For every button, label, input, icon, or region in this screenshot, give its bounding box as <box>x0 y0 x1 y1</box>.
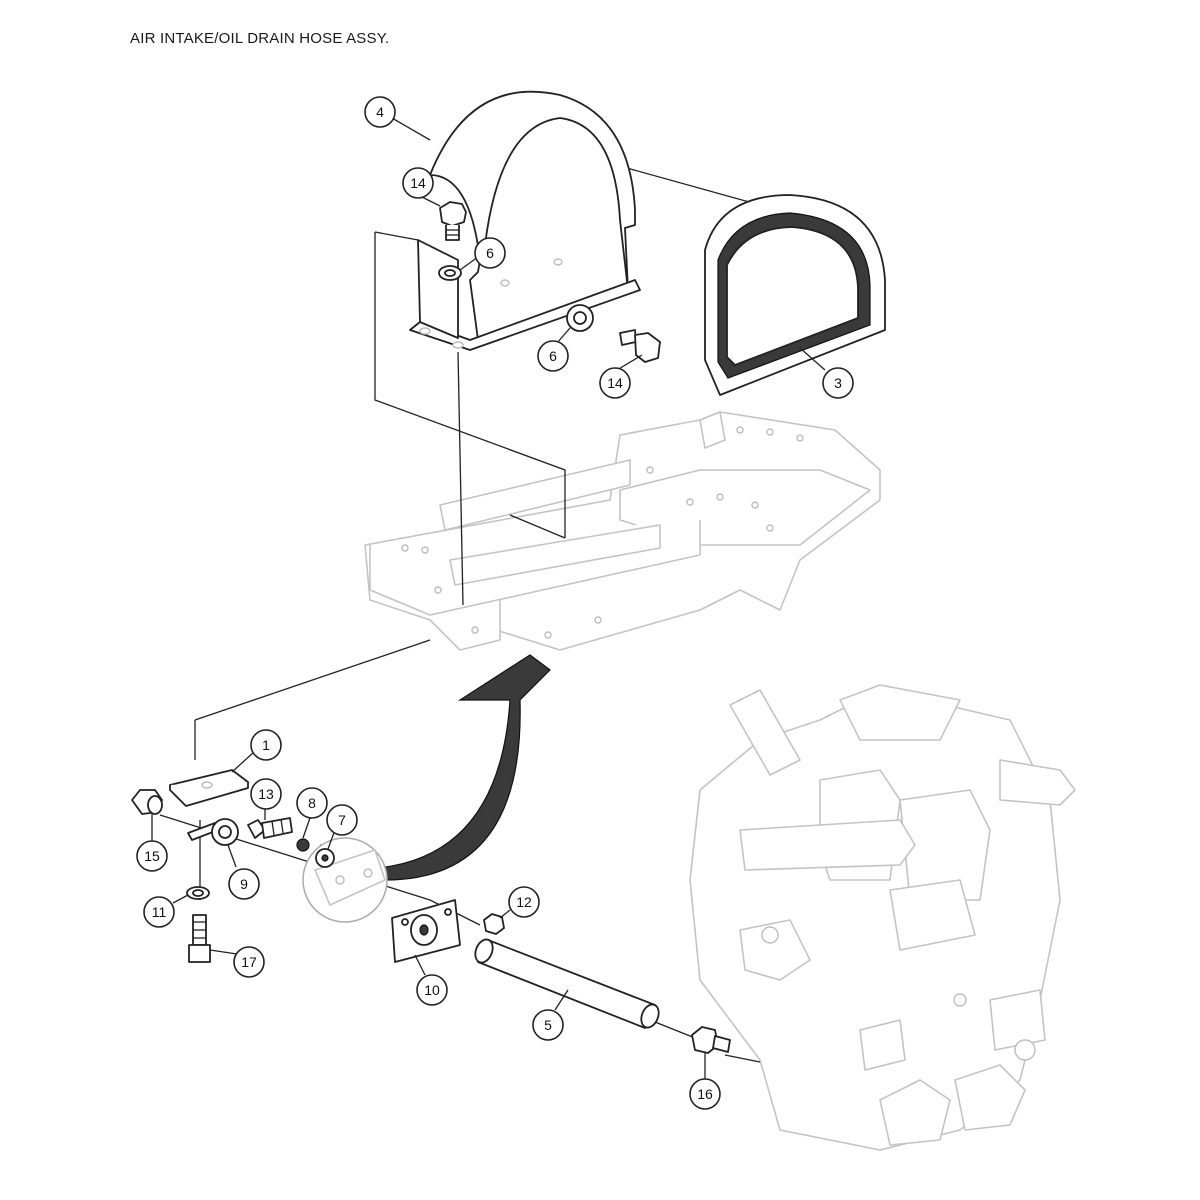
plate-1 <box>169 769 249 807</box>
callout-6-side-label: 6 <box>549 348 557 364</box>
callout-14-side: 14 <box>599 367 631 399</box>
callout-6-side: 6 <box>537 340 569 372</box>
grommet-plate-10 <box>391 899 461 963</box>
hose-5 <box>474 938 660 1029</box>
upper-washer-6 <box>438 265 462 281</box>
callout-9-label: 9 <box>240 876 248 892</box>
callout-14-upper-label: 14 <box>410 175 426 191</box>
seal-gasket <box>704 194 886 396</box>
callout-8: 8 <box>296 787 328 819</box>
callout-1-label: 1 <box>262 737 270 753</box>
callout-1: 1 <box>250 729 282 761</box>
air-intake-duct <box>409 90 641 351</box>
callout-7-label: 7 <box>338 812 346 828</box>
clamp-9 <box>187 818 239 846</box>
callout-6-upper: 6 <box>474 237 506 269</box>
washer-8 <box>296 838 310 852</box>
nut-12 <box>483 913 505 935</box>
callout-5-label: 5 <box>544 1017 552 1033</box>
callout-6-upper-label: 6 <box>486 245 494 261</box>
vehicle-frame-ghost <box>364 411 881 651</box>
callout-17-label: 17 <box>241 954 257 970</box>
callout-14-side-label: 14 <box>607 375 623 391</box>
callout-10-label: 10 <box>424 982 440 998</box>
callout-15-label: 15 <box>144 848 160 864</box>
screw-17 <box>188 914 211 963</box>
washer-7 <box>315 848 335 868</box>
diagram-title: AIR INTAKE/OIL DRAIN HOSE ASSY. <box>130 30 390 47</box>
callout-13-label: 13 <box>258 786 274 802</box>
callout-12-label: 12 <box>516 894 532 910</box>
callout-13: 13 <box>250 778 282 810</box>
washer-11 <box>186 886 210 900</box>
callout-15: 15 <box>136 840 168 872</box>
callout-leaders <box>151 117 826 1080</box>
callout-5: 5 <box>532 1009 564 1041</box>
callout-4-label: 4 <box>376 104 384 120</box>
callout-11-label: 11 <box>152 904 167 920</box>
side-screw-14 <box>619 329 661 363</box>
callout-11: 11 <box>143 896 175 928</box>
detail-arrow <box>377 654 551 881</box>
callout-3: 3 <box>822 367 854 399</box>
callout-16: 16 <box>689 1078 721 1110</box>
callout-12: 12 <box>508 886 540 918</box>
barbed-fitting-13 <box>247 817 293 839</box>
callout-17: 17 <box>233 946 265 978</box>
callout-7: 7 <box>326 804 358 836</box>
fitting-16 <box>691 1026 731 1054</box>
side-washer-6 <box>566 304 594 332</box>
engine-ghost <box>689 684 1076 1151</box>
callout-4: 4 <box>364 96 396 128</box>
fitting-15 <box>131 789 163 815</box>
upper-screw-14 <box>439 201 467 241</box>
callout-10: 10 <box>416 974 448 1006</box>
callout-8-label: 8 <box>308 795 316 811</box>
callout-9: 9 <box>228 868 260 900</box>
callout-14-upper: 14 <box>402 167 434 199</box>
detail-view-circle <box>302 837 388 923</box>
callout-16-label: 16 <box>697 1086 713 1102</box>
callout-3-label: 3 <box>834 375 842 391</box>
